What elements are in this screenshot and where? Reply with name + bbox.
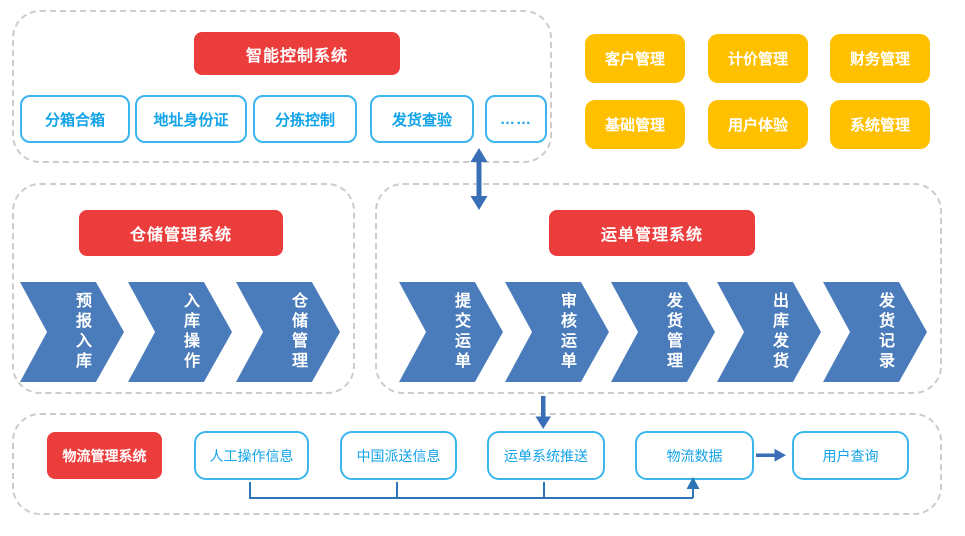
- flow-chevron-forecast-inbound: 预报入库: [20, 282, 124, 382]
- smart-control-title: 智能控制系统: [194, 32, 400, 75]
- node-waybill-push: 运单系统推送: [487, 431, 605, 480]
- node-user-query: 用户查询: [792, 431, 909, 480]
- btn-pricing-mgmt: 计价管理: [708, 34, 808, 83]
- waybill-panel: 运单管理系统 提交运单 审核运单 发货管理 出库发货 发货记录: [375, 183, 942, 394]
- module-box-split-merge: 分箱合箱: [20, 95, 130, 143]
- flow-chevron-review-waybill: 审核运单: [505, 282, 609, 382]
- flow-chevron-outbound-ship: 出库发货: [717, 282, 821, 382]
- smart-control-panel: 智能控制系统 分箱合箱 地址身份证 分拣控制 发货查验 ……: [12, 10, 552, 163]
- btn-user-experience: 用户体验: [708, 100, 808, 149]
- btn-basic-mgmt: 基础管理: [585, 100, 685, 149]
- warehouse-title: 仓储管理系统: [79, 210, 283, 256]
- flow-chevron-inbound-ops: 入库操作: [128, 282, 232, 382]
- module-box-ellipsis: ……: [485, 95, 547, 143]
- waybill-title: 运单管理系统: [549, 210, 755, 256]
- module-box-address-id: 地址身份证: [135, 95, 247, 143]
- flow-chevron-submit-waybill: 提交运单: [399, 282, 503, 382]
- flow-chevron-shipping-record: 发货记录: [823, 282, 927, 382]
- module-box-shipping-check: 发货查验: [370, 95, 474, 143]
- btn-finance-mgmt: 财务管理: [830, 34, 930, 83]
- logistics-title: 物流管理系统: [47, 432, 162, 479]
- node-china-dispatch-info: 中国派送信息: [340, 431, 457, 480]
- warehouse-panel: 仓储管理系统 预报入库 入库操作 仓储管理: [12, 183, 355, 394]
- logistics-panel: 物流管理系统 人工操作信息 中国派送信息 运单系统推送 物流数据 用户查询: [12, 413, 942, 515]
- btn-system-mgmt: 系统管理: [830, 100, 930, 149]
- flow-chevron-shipping-mgmt: 发货管理: [611, 282, 715, 382]
- module-box-sorting-control: 分拣控制: [253, 95, 357, 143]
- node-manual-op-info: 人工操作信息: [194, 431, 309, 480]
- flow-chevron-storage-mgmt: 仓储管理: [236, 282, 340, 382]
- btn-customer-mgmt: 客户管理: [585, 34, 685, 83]
- node-logistics-data: 物流数据: [635, 431, 754, 480]
